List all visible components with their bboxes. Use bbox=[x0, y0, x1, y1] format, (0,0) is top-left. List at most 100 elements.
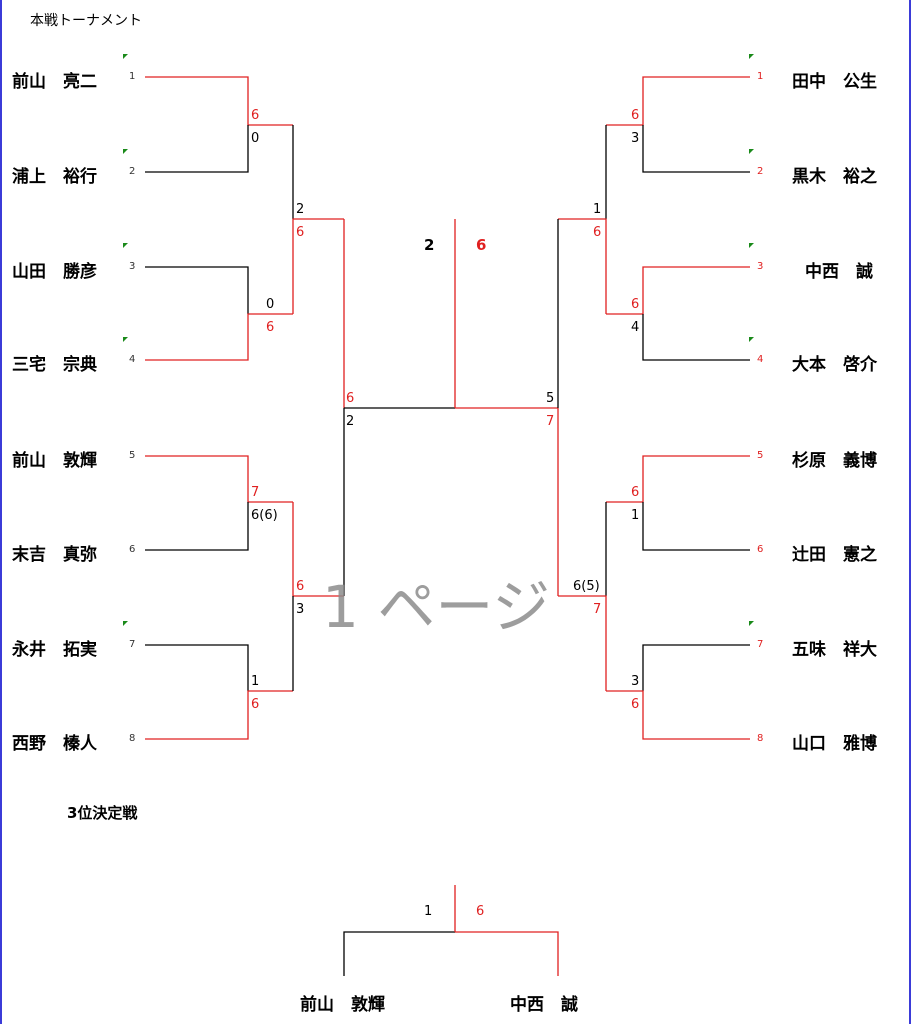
right-player-6[interactable]: 辻田 憲之 bbox=[792, 545, 877, 565]
line-right-r1m2-bottom bbox=[642, 314, 750, 361]
left-flag-3-icon bbox=[123, 243, 128, 248]
line-left-r1m2-bottom bbox=[145, 313, 293, 361]
page-watermark: 1 ページ bbox=[322, 573, 551, 641]
left-player-5[interactable]: 前山 敦輝 bbox=[12, 451, 97, 471]
line-left-r1m2-top bbox=[145, 266, 249, 314]
right-seed-8: 8 bbox=[757, 733, 764, 744]
line-right-r2m2-bottom bbox=[558, 595, 607, 691]
right-seed-1: 1 bbox=[757, 71, 764, 82]
page-frame-left bbox=[0, 0, 2, 1024]
line-right-r1m2-top bbox=[606, 266, 750, 315]
line-right-r2m1-bottom bbox=[558, 218, 607, 314]
right-seed-5: 5 bbox=[757, 450, 764, 461]
left-seed-7: 7 bbox=[129, 639, 136, 650]
left-seed-3: 3 bbox=[129, 261, 136, 272]
right-flag-7-icon bbox=[749, 621, 754, 626]
right-seed-3: 3 bbox=[757, 261, 764, 272]
right-sf-score-bottom: 7 bbox=[546, 414, 555, 429]
right-player-7[interactable]: 五味 祥大 bbox=[792, 640, 877, 660]
left-flag-4-icon bbox=[123, 337, 128, 342]
right-r1m2-score-top: 6 bbox=[631, 297, 640, 312]
right-r1m2-score-bottom: 4 bbox=[631, 320, 640, 335]
left-flag-1-icon bbox=[123, 54, 128, 59]
line-right-r1m1-bottom bbox=[642, 125, 750, 173]
right-r1m1-score-top: 6 bbox=[631, 108, 640, 123]
right-r2m1-score-bottom: 6 bbox=[593, 225, 602, 240]
line-left-r1m3-top bbox=[145, 455, 293, 503]
line-right-r1m4-bottom bbox=[606, 690, 750, 740]
left-r2m2-score-top: 6 bbox=[296, 579, 305, 594]
right-r2m2-score-top: 6(5) bbox=[573, 579, 600, 594]
left-player-6[interactable]: 末吉 真弥 bbox=[12, 545, 97, 565]
right-player-4[interactable]: 大本 啓介 bbox=[792, 355, 877, 375]
left-r1m3-score-top: 7 bbox=[251, 485, 260, 500]
right-r2m2-score-bottom: 7 bbox=[593, 602, 602, 617]
left-seed-4: 4 bbox=[129, 354, 136, 365]
left-r1m4-score-bottom: 6 bbox=[251, 697, 260, 712]
left-player-7[interactable]: 永井 拓実 bbox=[12, 640, 97, 660]
left-flag-7-icon bbox=[123, 621, 128, 626]
line-left-r1m4-bottom bbox=[145, 690, 293, 740]
right-r1m3-score-bottom: 1 bbox=[631, 508, 640, 523]
third-place-left-player[interactable]: 前山 敦輝 bbox=[300, 995, 385, 1015]
left-player-1[interactable]: 前山 亮二 bbox=[12, 72, 97, 92]
line-left-r1m1-bottom bbox=[145, 125, 249, 173]
left-flag-2-icon bbox=[123, 149, 128, 154]
left-r1m4-score-top: 1 bbox=[251, 674, 260, 689]
right-r2m1-score-top: 1 bbox=[593, 202, 602, 217]
left-seed-2: 2 bbox=[129, 166, 136, 177]
left-seed-6: 6 bbox=[129, 544, 136, 555]
line-left-r2m1-bottom bbox=[292, 218, 344, 314]
right-seed-2: 2 bbox=[757, 166, 764, 177]
right-seed-7: 7 bbox=[757, 639, 764, 650]
left-r1m2-score-bottom: 6 bbox=[266, 320, 275, 335]
left-seed-1: 1 bbox=[129, 71, 136, 82]
right-seed-6: 6 bbox=[757, 544, 764, 555]
page-frame-right bbox=[909, 0, 911, 1024]
right-flag-3-icon bbox=[749, 243, 754, 248]
third-place-score-right: 6 bbox=[476, 904, 485, 919]
left-player-3[interactable]: 山田 勝彦 bbox=[12, 262, 97, 282]
line-left-r1m4-top bbox=[145, 644, 249, 691]
left-player-8[interactable]: 西野 榛人 bbox=[12, 734, 97, 754]
right-r1m4-score-bottom: 6 bbox=[631, 697, 640, 712]
line-right-r1m3-bottom bbox=[642, 502, 750, 551]
left-seed-8: 8 bbox=[129, 733, 136, 744]
right-flag-1-icon bbox=[749, 54, 754, 59]
third-place-right-player[interactable]: 中西 誠 bbox=[510, 995, 578, 1015]
left-r1m2-score-top: 0 bbox=[266, 297, 275, 312]
line-left-r1m3-bottom bbox=[145, 502, 249, 551]
third-place-title: 3位決定戦 bbox=[67, 804, 138, 822]
final-score-left: 2 bbox=[424, 236, 435, 254]
left-player-2[interactable]: 浦上 裕行 bbox=[12, 167, 97, 187]
left-seed-5: 5 bbox=[129, 450, 136, 461]
line-right-r1m4-top bbox=[642, 644, 750, 691]
right-seed-4: 4 bbox=[757, 354, 764, 365]
page-title: 本戦トーナメント bbox=[30, 13, 142, 29]
line-third-left bbox=[343, 931, 455, 976]
right-player-2[interactable]: 黒木 裕之 bbox=[792, 167, 877, 187]
left-player-4[interactable]: 三宅 宗典 bbox=[12, 355, 97, 375]
left-r1m3-score-bottom: 6(6) bbox=[251, 508, 278, 523]
right-r1m1-score-bottom: 3 bbox=[631, 131, 640, 146]
right-r1m4-score-top: 3 bbox=[631, 674, 640, 689]
left-r2m2-score-bottom: 3 bbox=[296, 602, 305, 617]
line-right-r1m1-top bbox=[606, 76, 750, 126]
right-r1m3-score-top: 6 bbox=[631, 485, 640, 500]
line-third-right bbox=[455, 931, 559, 976]
right-sf-score-top: 5 bbox=[546, 391, 555, 406]
final-score-right: 6 bbox=[476, 236, 487, 254]
right-flag-2-icon bbox=[749, 149, 754, 154]
line-left-r1m1-top bbox=[145, 76, 293, 126]
right-player-8[interactable]: 山口 雅博 bbox=[792, 734, 877, 754]
line-right-r1m3-top bbox=[606, 455, 750, 503]
left-r2m1-score-top: 2 bbox=[296, 202, 305, 217]
right-player-5[interactable]: 杉原 義博 bbox=[792, 451, 877, 471]
left-r1m1-score-top: 6 bbox=[251, 108, 260, 123]
right-player-1[interactable]: 田中 公生 bbox=[792, 72, 877, 92]
left-sf-score-top: 6 bbox=[346, 391, 355, 406]
right-player-3[interactable]: 中西 誠 bbox=[805, 262, 873, 282]
third-place-score-left: 1 bbox=[424, 904, 433, 919]
left-r2m1-score-bottom: 6 bbox=[296, 225, 305, 240]
